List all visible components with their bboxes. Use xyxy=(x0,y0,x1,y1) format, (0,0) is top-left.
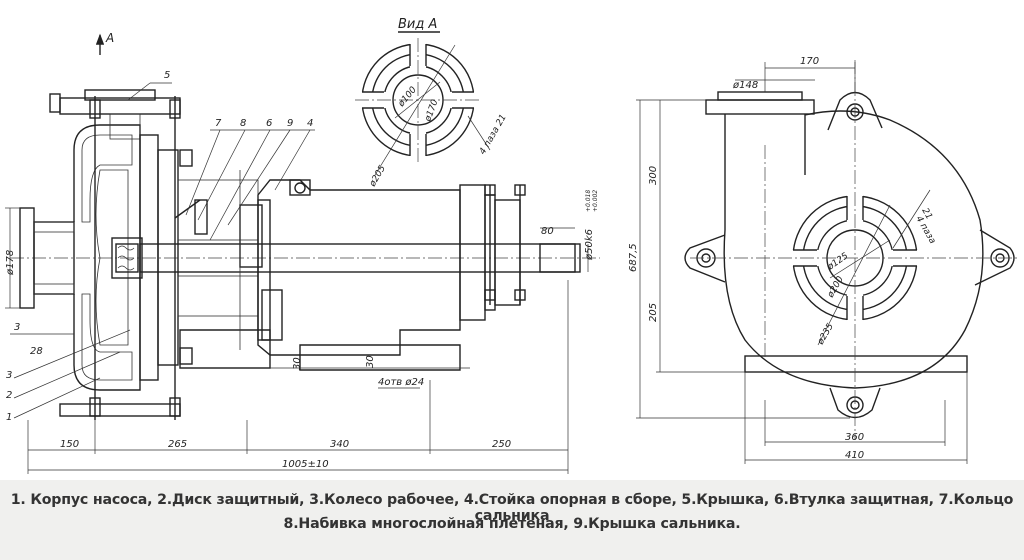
front-h300: 300 xyxy=(648,166,659,185)
front-w410: 410 xyxy=(845,450,864,461)
view-marker-label: А xyxy=(105,31,114,45)
front-w170: 170 xyxy=(800,56,819,67)
front-slot-count: 4 паза xyxy=(913,215,937,246)
front-slot-width: 21 xyxy=(919,207,933,222)
callout-7: 7 xyxy=(215,118,222,129)
view-a-d170: ø170 xyxy=(423,98,441,124)
dim-shaft-tol-bottom: +0.002 xyxy=(592,190,599,212)
dim-28: 28 xyxy=(30,346,43,357)
view-a-slots: 4 паза 21 xyxy=(478,113,509,157)
pump-technical-drawing: А xyxy=(5,17,1020,474)
view-a-d100: ø100 xyxy=(396,85,419,110)
length-dimensions: 150 265 340 250 1005±10 xyxy=(27,280,569,474)
section-view: А xyxy=(5,31,600,474)
dim-340: 340 xyxy=(330,439,349,450)
dim-shaft-length-80: 80 xyxy=(541,226,554,237)
legend-line-2: 8.Набивка многослойная плетеная, 9.Крышк… xyxy=(283,516,741,532)
callouts-left: 3 2 1 xyxy=(6,329,131,423)
callout-5: 5 xyxy=(164,70,170,81)
callout-6: 6 xyxy=(266,118,272,129)
view-a-title: Вид А xyxy=(398,17,437,32)
front-w360: 360 xyxy=(845,432,864,443)
front-d235: ø235 xyxy=(815,322,836,348)
dim-inlet-diameter: ø178 xyxy=(5,250,16,276)
callout-4: 4 xyxy=(307,118,313,129)
dim-shaft-tol-top: +0.018 xyxy=(585,190,592,212)
callouts-top: 5 7 8 6 9 4 xyxy=(127,70,315,241)
view-a: Вид А ø100 ø170 ø205 4 паза 21 xyxy=(355,17,509,189)
callout-2: 2 xyxy=(6,390,12,401)
dim-150: 150 xyxy=(60,439,79,450)
callout-9: 9 xyxy=(287,118,293,129)
callout-8: 8 xyxy=(240,118,246,129)
dim-3: 3 xyxy=(14,322,20,333)
front-h687-5: 687,5 xyxy=(628,243,639,272)
dim-265: 265 xyxy=(168,439,187,450)
callout-3: 3 xyxy=(6,370,12,381)
dim-total-length: 1005±10 xyxy=(282,459,329,470)
dim-250: 250 xyxy=(492,439,511,450)
callout-1: 1 xyxy=(6,412,12,423)
view-a-d205: ø205 xyxy=(367,164,388,190)
dim-30-right: 30 xyxy=(365,355,376,368)
front-view: ø148 170 300 687,5 205 21 4 паза ø125 ø2… xyxy=(628,56,1020,464)
dim-mounting-holes: 4отв ø24 xyxy=(378,377,424,388)
dim-30-left: 30 xyxy=(292,357,303,370)
dim-shaft-diameter: ø50k6 xyxy=(584,229,595,261)
parts-legend: 1. Корпус насоса, 2.Диск защитный, 3.Кол… xyxy=(0,480,1024,560)
front-h205: 205 xyxy=(648,303,659,322)
front-d148: ø148 xyxy=(732,80,758,91)
legend-line-1: 1. Корпус насоса, 2.Диск защитный, 3.Кол… xyxy=(10,492,1014,524)
front-d125: ø125 xyxy=(825,251,850,273)
